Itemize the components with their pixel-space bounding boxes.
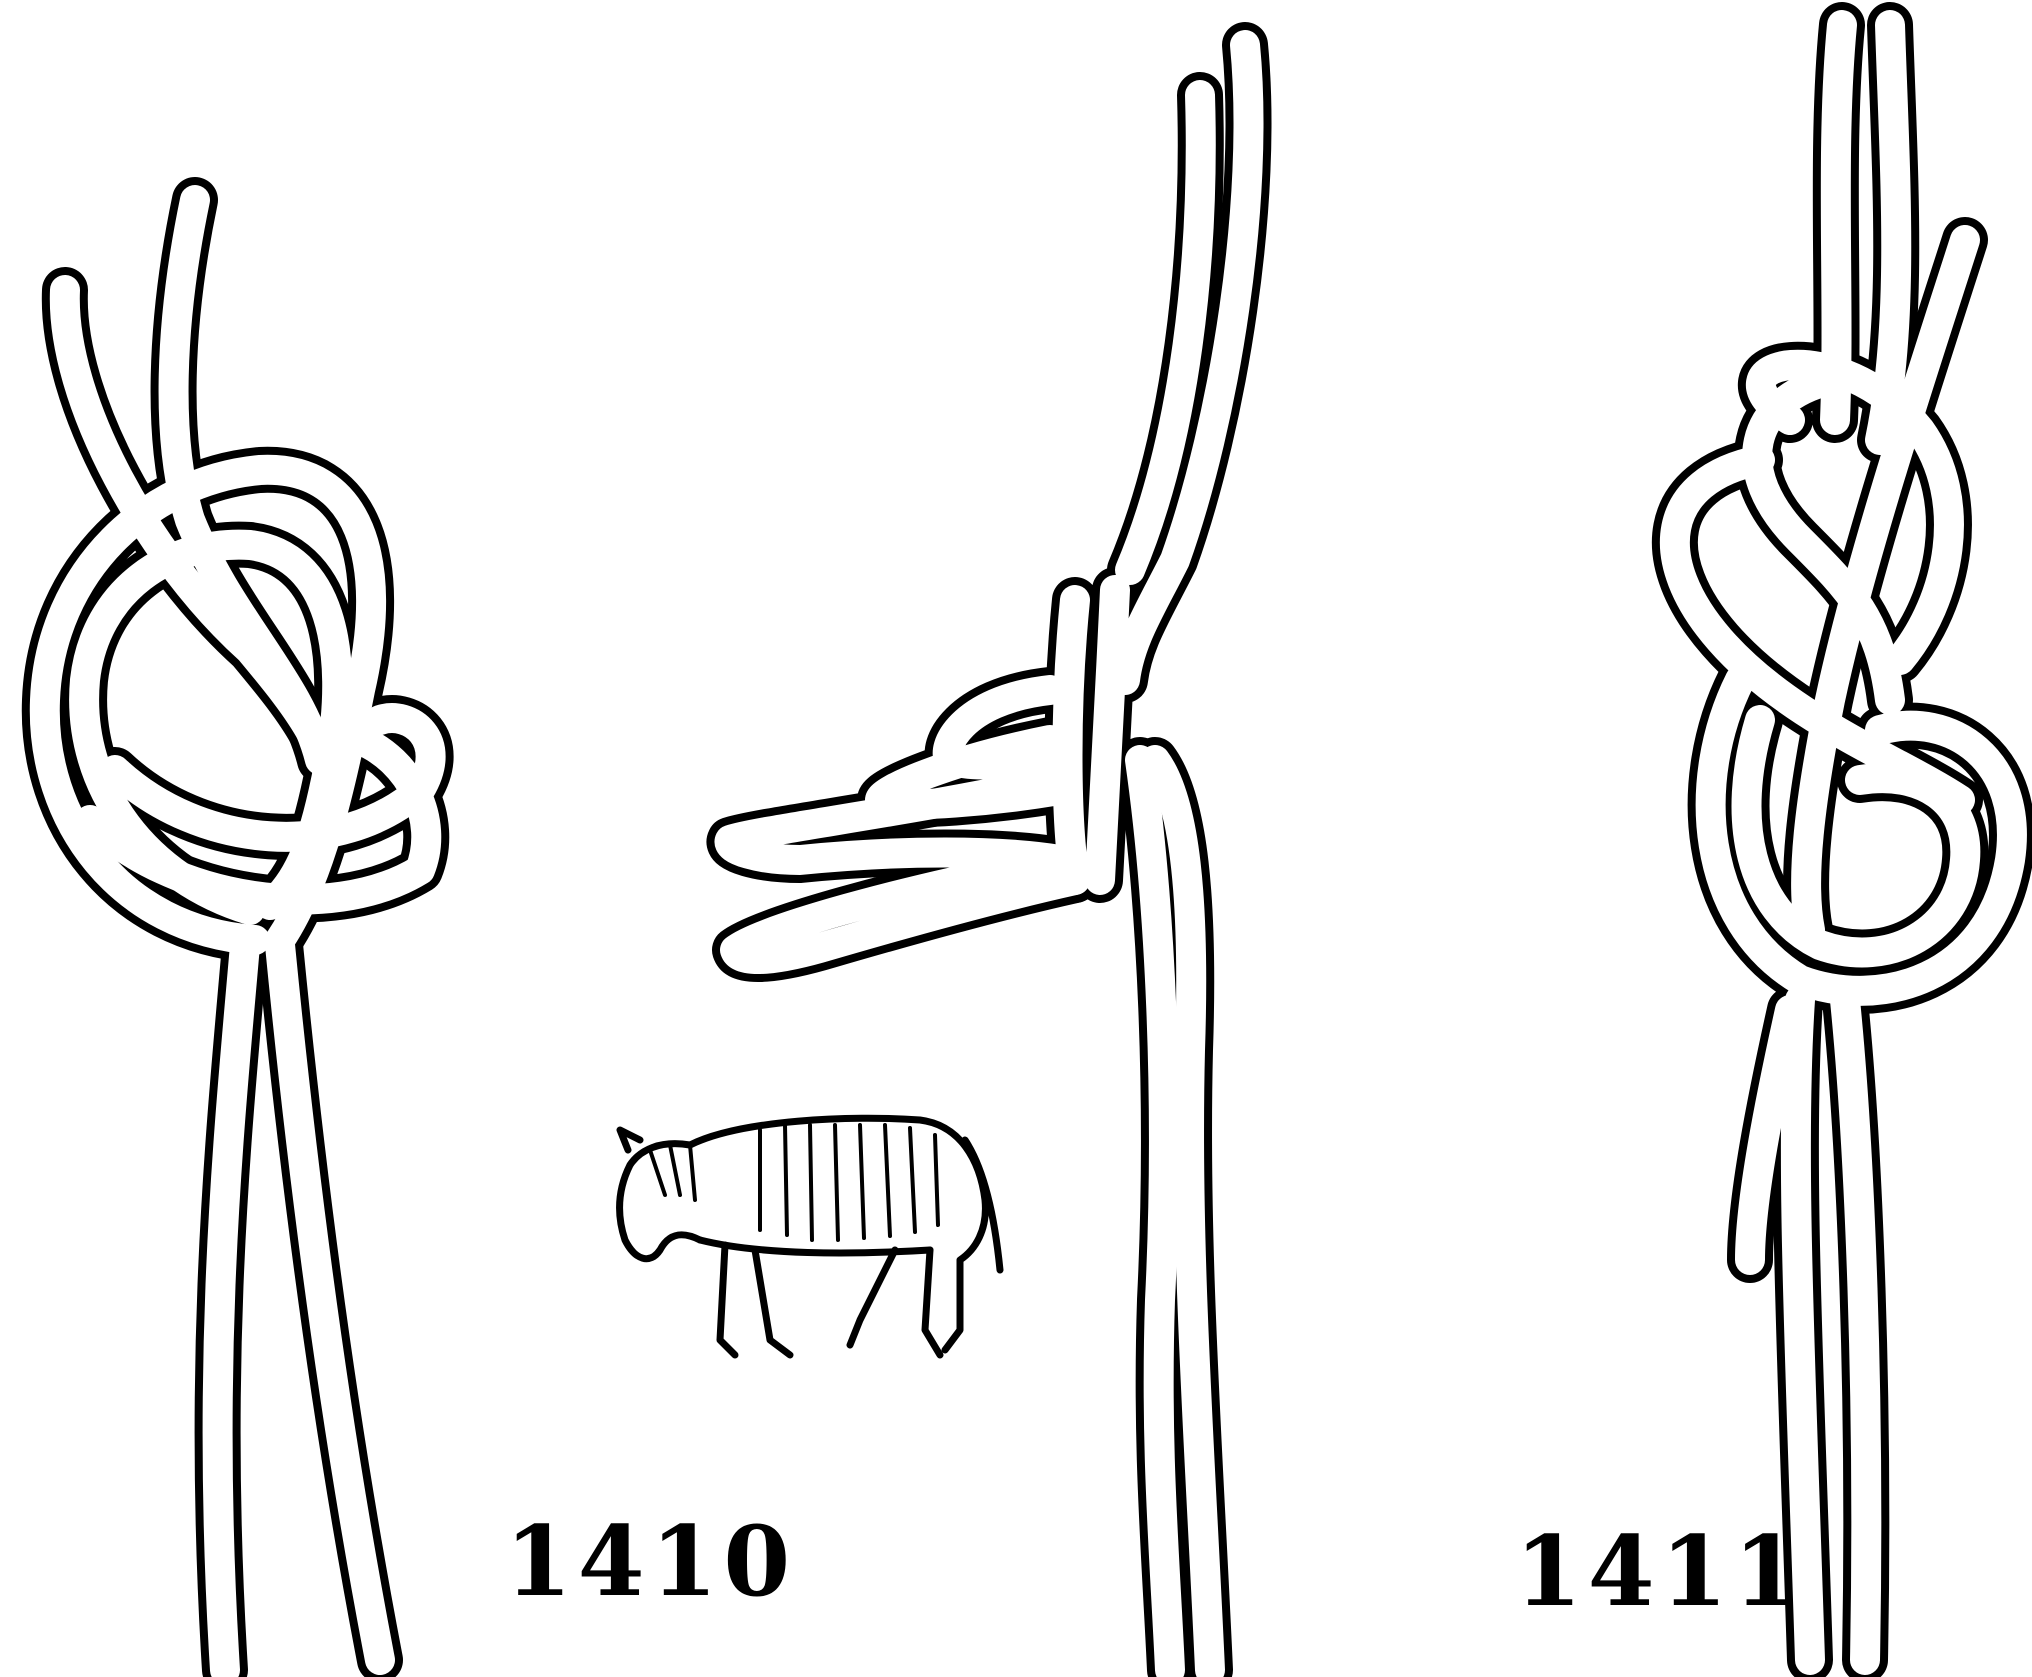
figure-label-1410: 1410 [505,1505,796,1618]
left-knot [45,200,431,1670]
horse-icon [620,1118,1000,1355]
middle-hitch-fills [730,45,1249,1670]
middle-hitch [730,45,1249,1670]
right-knot [1675,25,2012,1660]
figure-label-1411: 1411 [1515,1515,1806,1628]
